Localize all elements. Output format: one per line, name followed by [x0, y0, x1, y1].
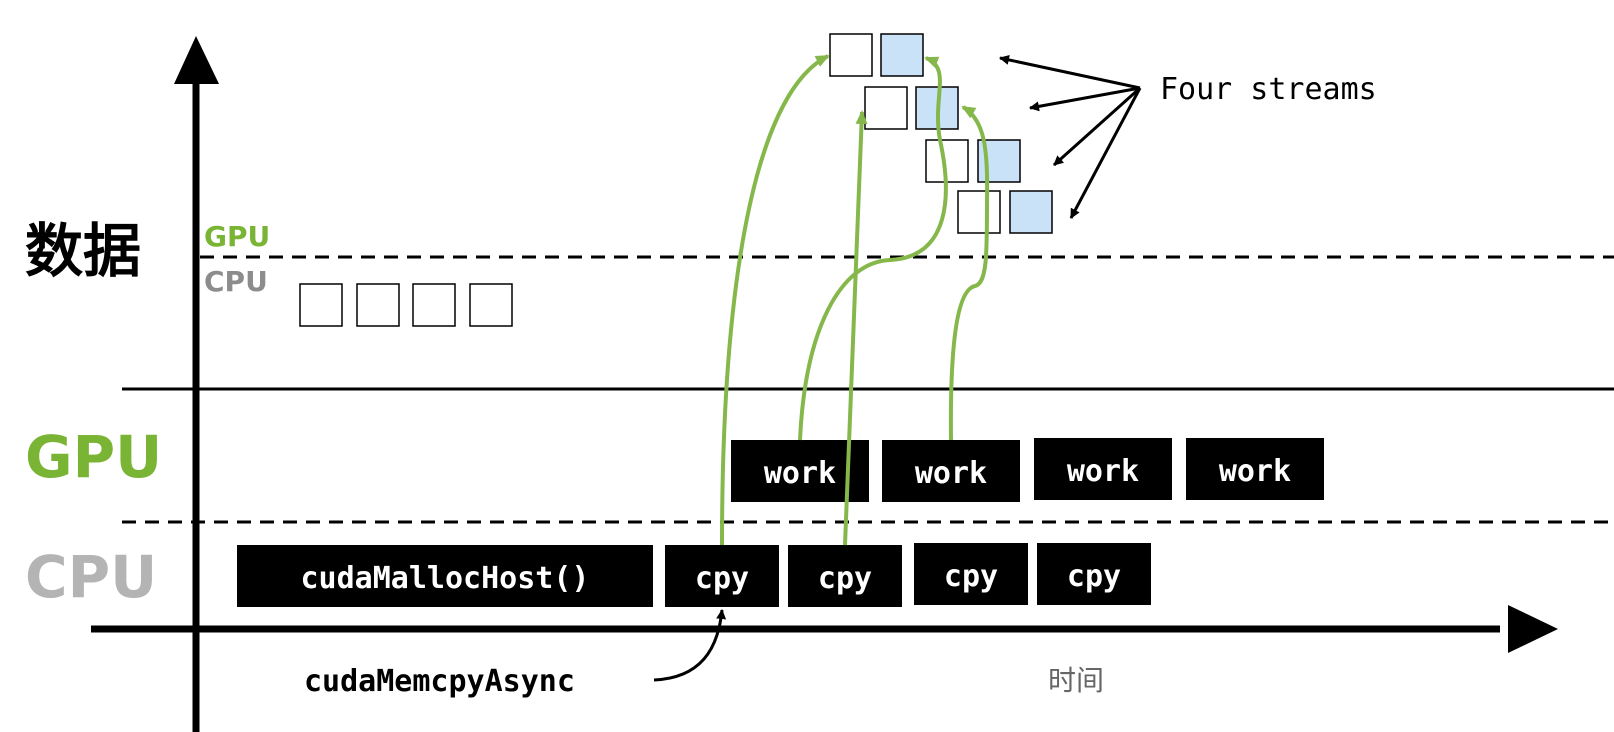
cpy-box	[788, 545, 902, 607]
work-box	[1186, 438, 1324, 500]
cpy-box-label: cpy	[944, 559, 998, 594]
work-box-label: work	[1067, 454, 1139, 489]
four-streams-label: Four streams	[1160, 72, 1377, 107]
cpu-label: CPU	[25, 543, 157, 611]
cpy-box-label: cpy	[695, 561, 749, 596]
gpu-label: GPU	[25, 423, 162, 491]
cpu-memory-block	[469, 283, 513, 327]
cpu-memory-block	[299, 283, 343, 327]
x-axis-arrowhead	[1508, 605, 1558, 653]
memcpy-pointer	[653, 609, 727, 682]
cpy-box	[914, 543, 1028, 605]
cpu-memory-block	[356, 283, 400, 327]
work-box-label: work	[764, 456, 836, 491]
work-to-stream-2-output-arrow	[948, 105, 990, 441]
streams-pointer	[999, 54, 1141, 90]
memcpy-annotation: cudaMemcpyAsync	[304, 609, 727, 699]
work-box	[1034, 438, 1172, 500]
work-box-label: work	[1219, 454, 1291, 489]
cpy-box-label: cpy	[818, 561, 872, 596]
y-axis-arrowhead	[174, 36, 219, 84]
streams-annotation: Four streams	[999, 54, 1377, 219]
cpy-box	[665, 545, 779, 607]
cpu-memory-block	[412, 283, 456, 327]
small-gpu-label: GPU	[204, 220, 270, 253]
cpy-to-stream-1-arrow	[720, 54, 830, 546]
stream-1-input-block	[829, 33, 873, 77]
transfer-arrows	[720, 54, 990, 546]
streams-pointer	[1052, 86, 1142, 167]
axes	[91, 36, 1558, 732]
streams-pointer	[1029, 86, 1141, 112]
stream-4-input-block	[957, 190, 1001, 234]
cpy-to-stream-2-arrow	[843, 110, 868, 546]
stream-1-output-block	[880, 33, 924, 77]
cpy-box	[1037, 543, 1151, 605]
stream-4-output-block	[1009, 190, 1053, 234]
gpu-work-row: work work work work	[731, 438, 1324, 502]
cpu-memory-blocks	[299, 283, 513, 327]
small-cpu-label: CPU	[204, 265, 268, 298]
work-box	[882, 440, 1020, 502]
work-to-stream-1-output-arrow	[798, 56, 948, 441]
data-label: 数据	[25, 217, 141, 285]
malloc-box-label: cudaMallocHost()	[301, 561, 590, 596]
work-box-label: work	[915, 456, 987, 491]
memcpy-label: cudaMemcpyAsync	[304, 664, 575, 699]
cpy-box-label: cpy	[1067, 559, 1121, 594]
streams-pointer	[1069, 87, 1142, 219]
stream-2-input-block	[864, 86, 908, 130]
gpu-stream-blocks	[829, 33, 1053, 234]
time-axis-label: 时间	[1048, 664, 1104, 697]
cpu-call-row: cudaMallocHost() cpy cpy cpy cpy	[237, 543, 1151, 607]
malloc-box	[237, 545, 653, 607]
